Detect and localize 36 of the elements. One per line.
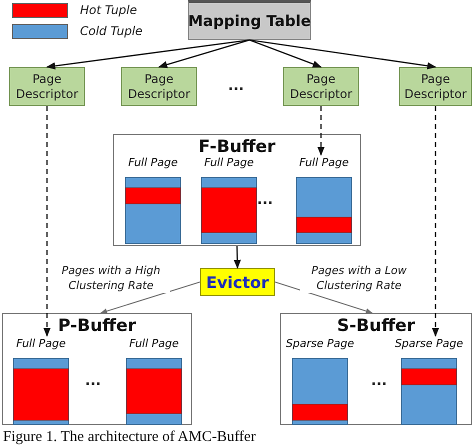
- descriptor-box: Page Descriptor: [9, 67, 85, 106]
- buffer-panel: [280, 313, 472, 425]
- legend-label: Hot Tuple: [80, 3, 137, 17]
- arrow: [249, 39, 436, 70]
- ellipsis-text: ...: [85, 373, 101, 389]
- page-label: Full Page: [16, 336, 66, 352]
- descriptor-box: Page Descriptor: [283, 67, 359, 106]
- page-label: Full Page: [204, 155, 254, 171]
- buffer-panel: [2, 313, 192, 425]
- dashed-arrow: [317, 106, 325, 156]
- table-box: Mapping Table: [188, 0, 311, 40]
- page-label: Full Page: [128, 155, 178, 171]
- arrow: [100, 282, 200, 314]
- ellipsis-text: ...: [257, 192, 273, 208]
- arrow: [46, 39, 250, 70]
- buffer-title: S-Buffer: [336, 316, 416, 336]
- page-label: Sparse Page: [394, 336, 464, 352]
- ellipsis-text: ...: [371, 373, 387, 389]
- dashed-arrow: [432, 106, 440, 337]
- arrow: [158, 39, 250, 68]
- page-label: Full Page: [129, 336, 179, 352]
- dashed-arrow: [43, 106, 51, 337]
- caption: Figure 1. The architecture of AMC-Buffer: [3, 429, 256, 446]
- ellipsis-text: ...: [228, 78, 244, 94]
- descriptor-box: Page Descriptor: [121, 67, 197, 106]
- descriptor-box: Page Descriptor: [399, 67, 472, 106]
- arrow: [249, 39, 322, 68]
- evictor-box: Evictor: [200, 268, 275, 296]
- legend-label: Cold Tuple: [80, 24, 143, 38]
- buffer-title: F-Buffer: [198, 137, 276, 157]
- page-label: Sparse Page: [286, 336, 354, 352]
- arrow: [234, 246, 241, 269]
- buffer-panel: [113, 134, 361, 246]
- buffer-title: P-Buffer: [58, 316, 136, 336]
- page-label: Full Page: [299, 155, 349, 171]
- arrow: [274, 282, 373, 314]
